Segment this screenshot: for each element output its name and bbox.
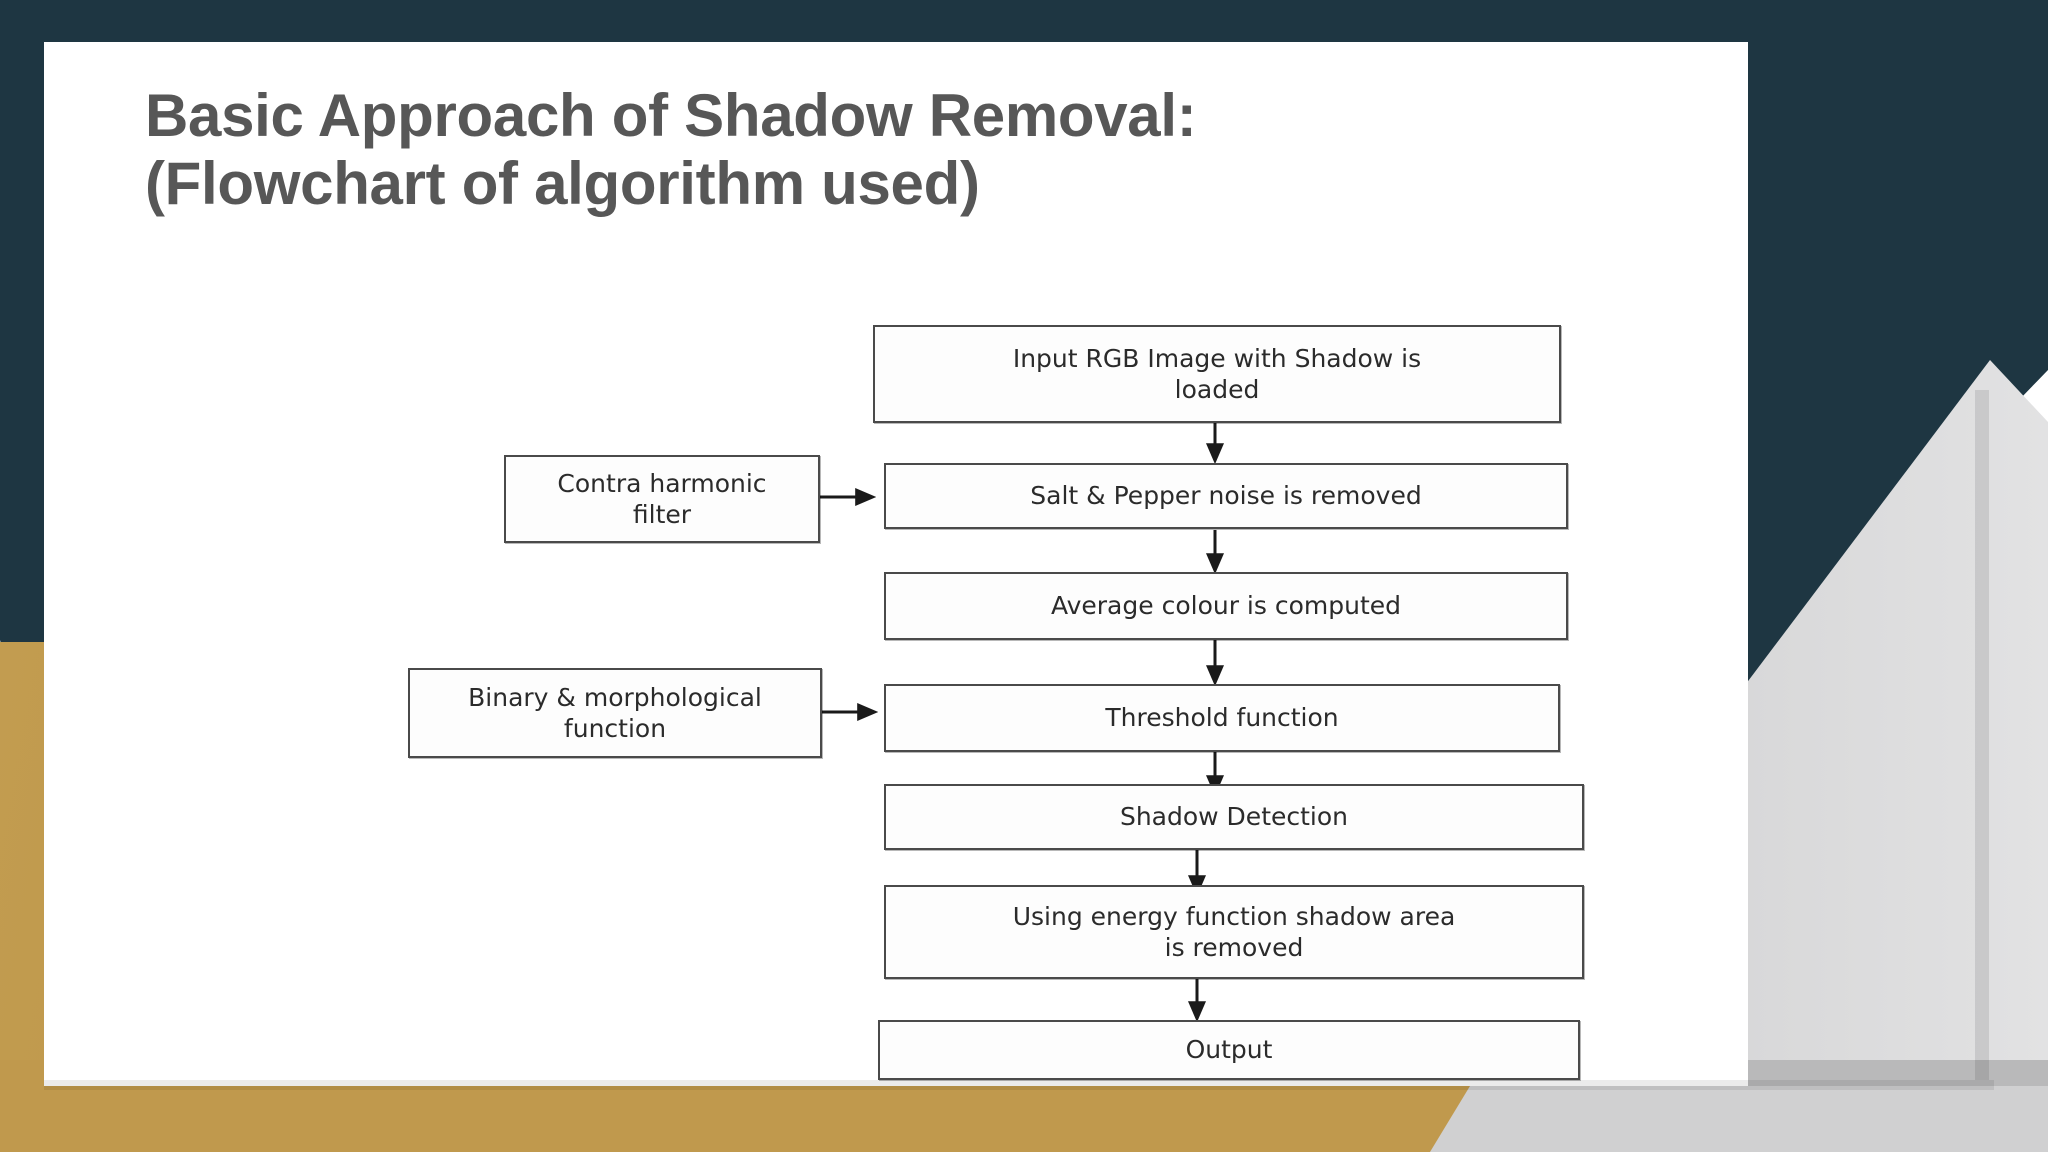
slide-edge-shadow [1975,390,1989,1080]
flow-node-energy-function[interactable]: Using energy function shadow area is rem… [884,885,1584,979]
page-title: Basic Approach of Shadow Removal: (Flowc… [145,82,1197,218]
flow-node-input[interactable]: Input RGB Image with Shadow is loaded [873,325,1561,423]
flow-node-denoise[interactable]: Salt & Pepper noise is removed [884,463,1568,529]
flow-node-average-colour[interactable]: Average colour is computed [884,572,1568,640]
flow-node-contra-harmonic-filter[interactable]: Contra harmonic filter [504,455,820,543]
flow-node-shadow-detection[interactable]: Shadow Detection [884,784,1584,850]
slide-bottom-shadow [44,1080,1994,1090]
flow-node-binary-morphological-function[interactable]: Binary & morphological function [408,668,822,758]
slide-frame-gray-band-light [1430,1086,2048,1152]
flow-node-threshold[interactable]: Threshold function [884,684,1560,752]
flow-node-output[interactable]: Output [878,1020,1580,1080]
